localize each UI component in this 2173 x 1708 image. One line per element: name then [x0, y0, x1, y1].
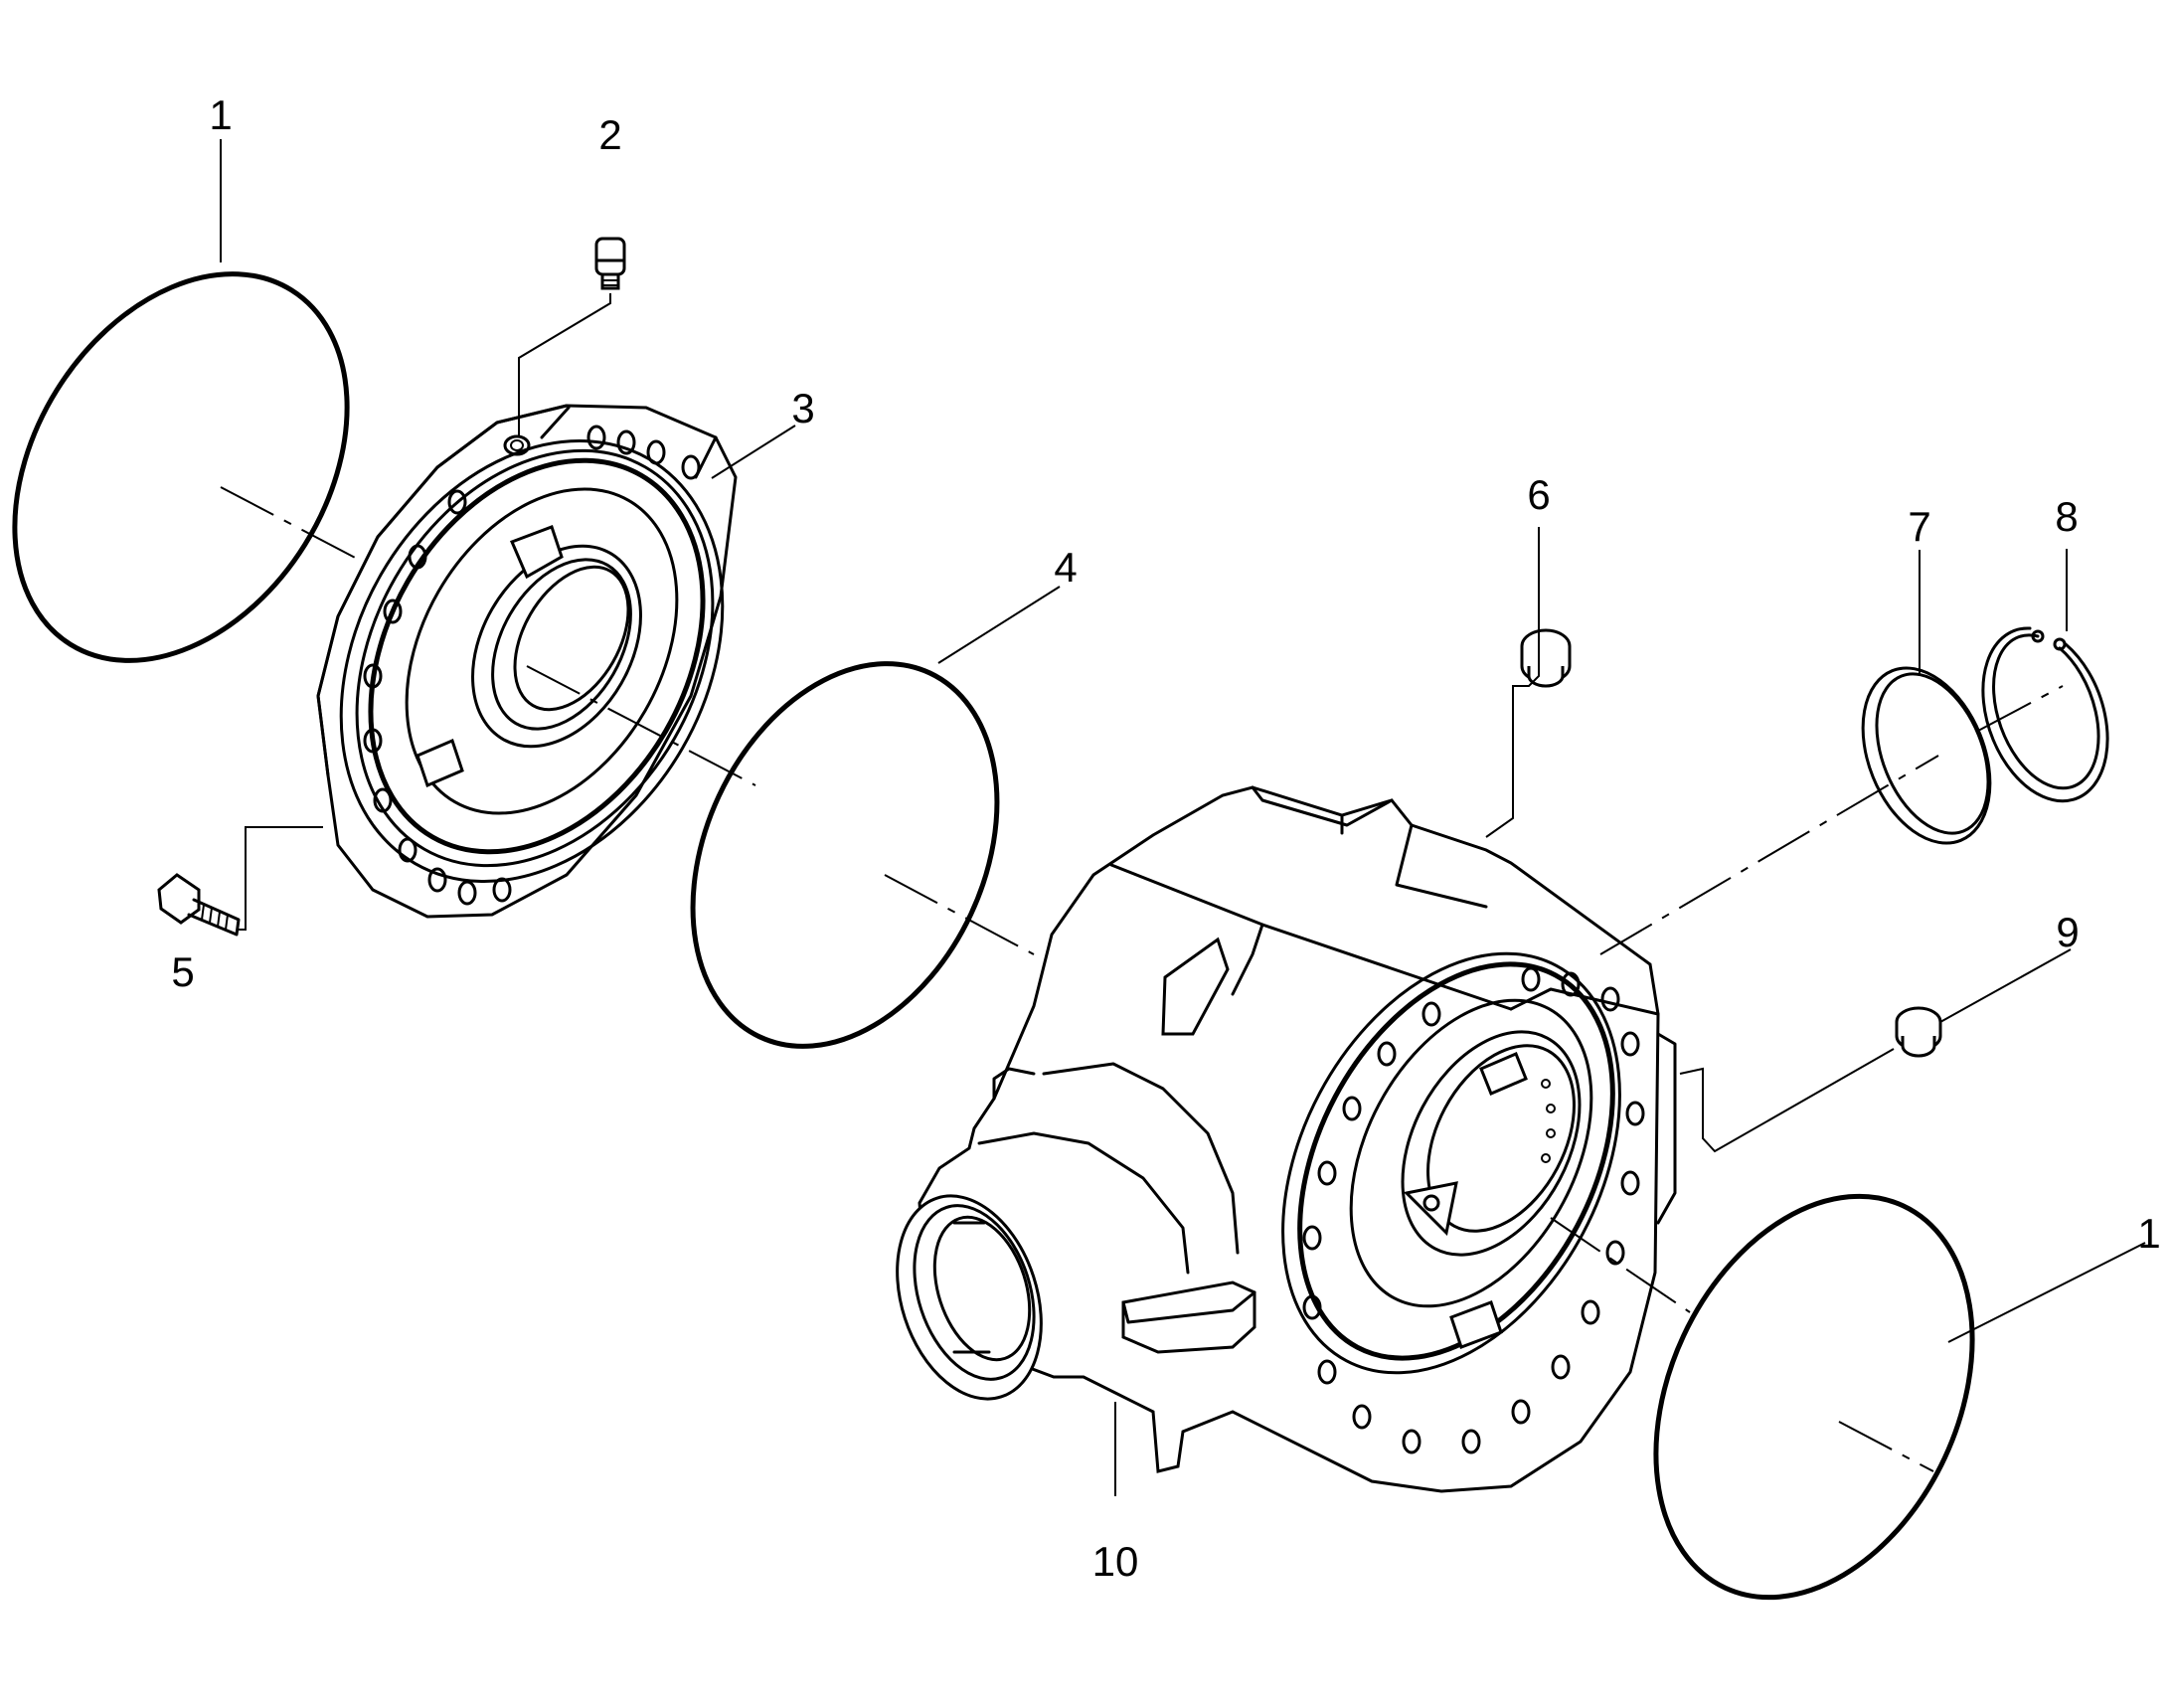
callout-7: 7: [1908, 503, 1930, 550]
assembly-axes: [220, 486, 2064, 1472]
callout-5: 5: [171, 948, 194, 995]
plug-upper: [1520, 628, 1572, 688]
cover-flange: [316, 404, 738, 919]
o-ring-right: [1653, 1193, 1975, 1601]
callout-1-left: 1: [209, 91, 232, 138]
axle-housing: [896, 785, 1677, 1493]
leader-lines: [220, 139, 2146, 1496]
callout-1-right: 1: [2137, 1210, 2160, 1257]
callout-10: 10: [1092, 1538, 1139, 1585]
callout-8: 8: [2055, 493, 2078, 540]
callout-2: 2: [598, 111, 621, 158]
plug-lower: [1895, 1006, 1942, 1058]
o-ring-middle: [690, 661, 1000, 1049]
ring: [1861, 666, 1992, 845]
o-ring-left: [12, 271, 350, 663]
circlip: [1981, 626, 2109, 803]
callout-6: 6: [1527, 471, 1550, 518]
cap-screw: [157, 873, 241, 937]
callout-3: 3: [791, 385, 814, 431]
callout-labels: 1 2 3 4 5 6 7 8 9 1 10: [171, 91, 2160, 1585]
callout-9: 9: [2056, 909, 2079, 955]
breather-plug: [594, 237, 626, 290]
callout-4: 4: [1054, 544, 1077, 591]
